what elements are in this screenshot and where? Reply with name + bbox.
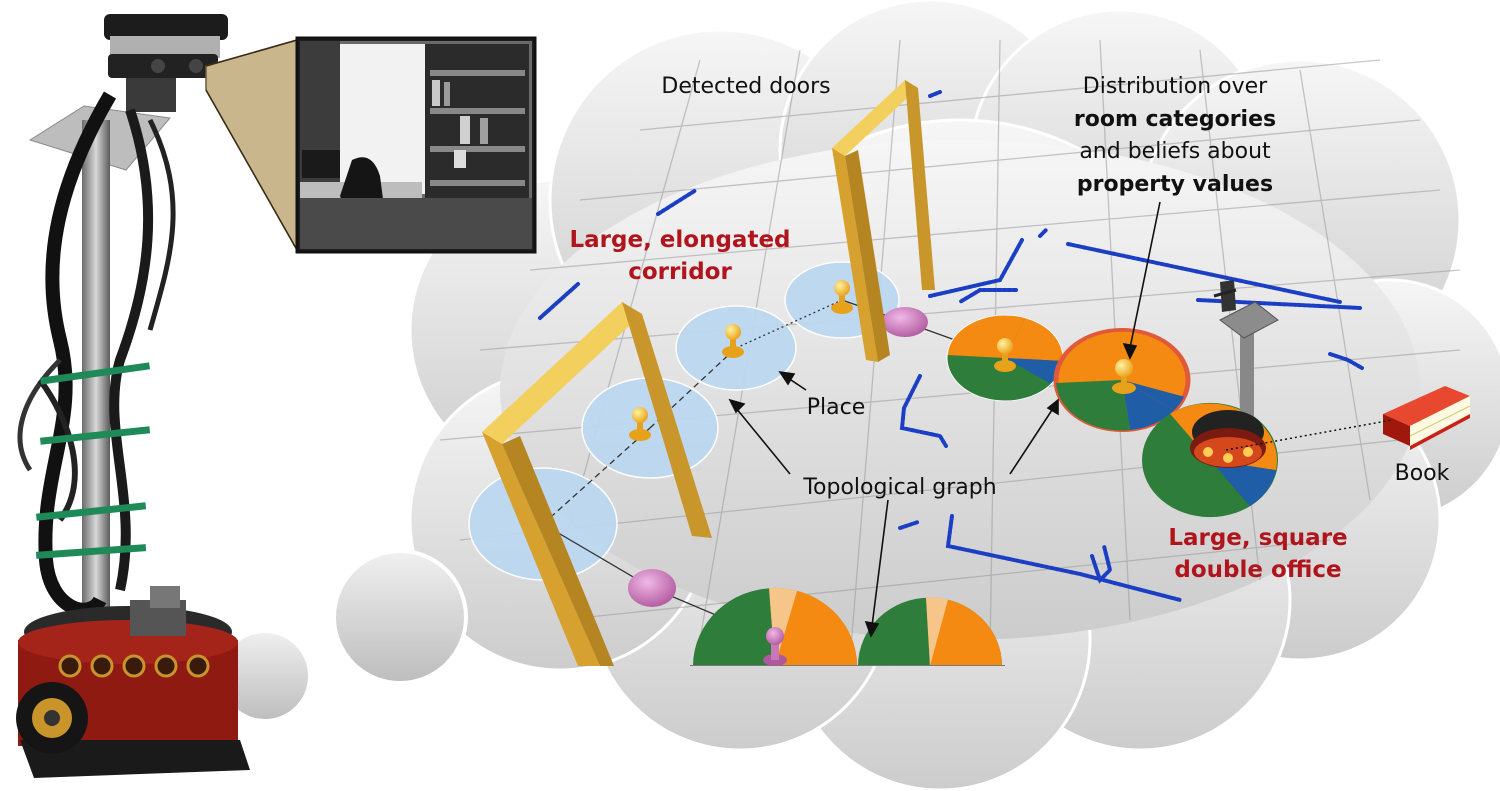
door-nodes [628, 307, 928, 607]
label-distribution-line1: Distribution over [1083, 74, 1268, 99]
thought-bubbles [146, 549, 468, 740]
laser-scan-points [538, 90, 1364, 602]
label-corridor-line1: Large, elongated [569, 227, 790, 253]
place-pins [629, 280, 1136, 666]
camera-view-callout [205, 36, 537, 254]
pin-icon [722, 324, 744, 358]
label-distribution-line4: property values [1077, 172, 1273, 197]
labels: Detected doors Distribution over room ca… [569, 74, 1449, 583]
label-place: Place [807, 395, 866, 420]
robot-model-in-map [1190, 280, 1279, 468]
label-detected-doors: Detected doors [661, 74, 830, 99]
label-topological-graph: Topological graph [802, 475, 996, 500]
robot-photo [16, 14, 250, 778]
pin-icon [994, 338, 1016, 372]
label-office-line2: double office [1174, 557, 1341, 583]
label-book: Book [1395, 461, 1450, 486]
camera-image [295, 36, 537, 254]
detected-door-near [482, 302, 712, 666]
pin-icon [831, 280, 853, 314]
label-distribution-line3: and beliefs about [1079, 139, 1271, 164]
pin-icon [1112, 359, 1136, 394]
book-link-line [1225, 419, 1393, 451]
label-corridor-line2: corridor [628, 259, 732, 285]
label-distribution-line2: room categories [1074, 107, 1276, 132]
pin-icon [629, 407, 651, 441]
door-node [628, 569, 676, 607]
door-node [882, 307, 928, 337]
book-icon [1383, 386, 1471, 450]
thought-bubble-large [332, 549, 468, 685]
detected-door-far [832, 80, 935, 362]
pin-icon-pink [763, 627, 787, 666]
annotation-arrows [728, 201, 1161, 638]
label-office-line1: Large, square [1168, 525, 1347, 551]
